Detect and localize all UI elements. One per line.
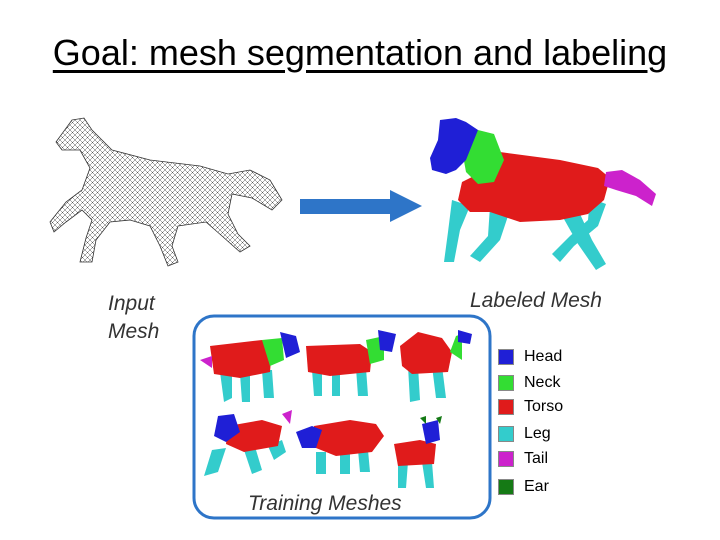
labeled-horse xyxy=(430,118,656,270)
training-mesh-goat xyxy=(394,416,442,488)
legend-swatch-tail xyxy=(498,451,514,467)
legend-text-head: Head xyxy=(524,348,563,365)
training-mesh-pig xyxy=(296,420,384,474)
training-meshes-label: Training Meshes xyxy=(248,492,402,515)
transformation-arrow xyxy=(300,190,422,222)
slide-title: Goal: mesh segmentation and labeling xyxy=(52,32,668,73)
labeled-horse-head xyxy=(430,118,478,174)
legend-swatch-neck xyxy=(498,375,514,391)
input-mesh-label-line1: Input xyxy=(108,292,155,315)
legend-swatch-torso xyxy=(498,399,514,415)
training-mesh-dog-1 xyxy=(200,332,300,402)
legend-text-tail: Tail xyxy=(524,450,549,467)
training-mesh-camel xyxy=(400,330,472,402)
input-mesh-label-line2: Mesh xyxy=(108,320,160,343)
legend-text-leg: Leg xyxy=(524,425,551,442)
legend-text-ear: Ear xyxy=(524,478,549,495)
labeled-horse-tail xyxy=(604,170,656,206)
training-meshes-box xyxy=(192,314,492,520)
legend-text-torso: Torso xyxy=(524,398,564,415)
training-mesh-cat xyxy=(204,410,292,476)
legend-swatch-leg xyxy=(498,426,514,442)
legend-text-neck: Neck xyxy=(524,374,561,391)
labeled-mesh-label: Labeled Mesh xyxy=(470,289,602,312)
legend-swatch-head xyxy=(498,349,514,365)
legend-swatch-ear xyxy=(498,479,514,495)
training-mesh-dog-2 xyxy=(306,330,396,396)
input-wireframe-horse xyxy=(49,117,283,267)
